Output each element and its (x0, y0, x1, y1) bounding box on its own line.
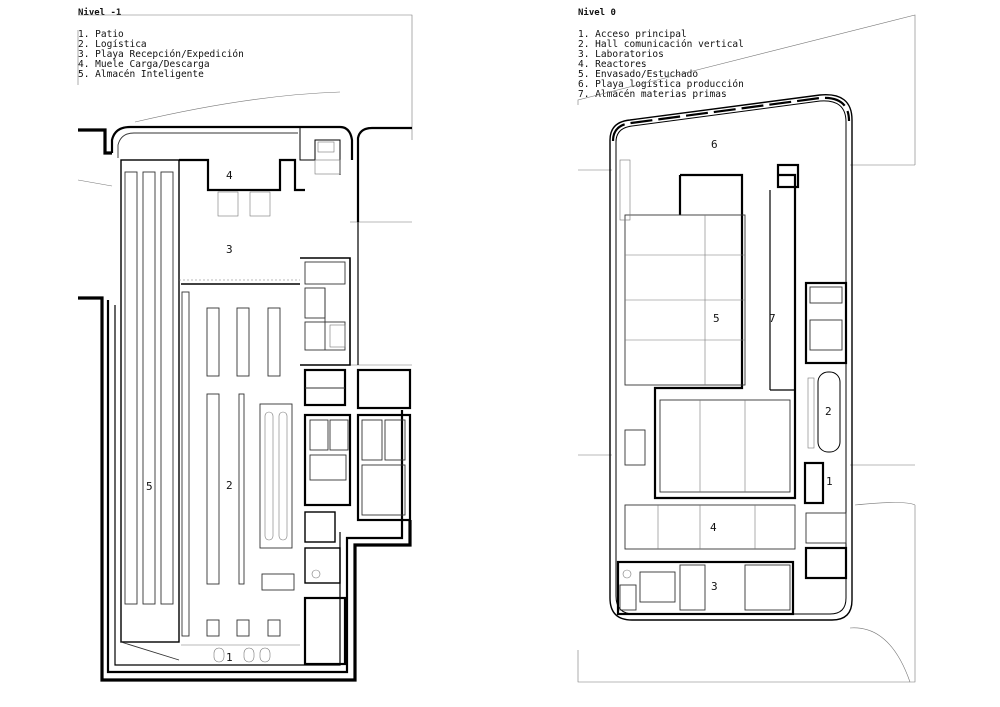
warehouse-racks (120, 159, 180, 661)
laboratories (616, 560, 795, 616)
service-rooms (300, 257, 412, 666)
legend-item: 1. Acceso principal (578, 29, 687, 40)
reactor-row (624, 504, 796, 550)
room-label-5: 5 (713, 312, 720, 325)
legend-item: 4. Muele Carga/Descarga (78, 59, 210, 70)
room-label-5: 5 (146, 480, 153, 493)
room-labels-nivel-minus-1: 1 2 3 4 5 (146, 169, 233, 664)
legend-item: 2. Hall comunicación vertical (578, 39, 744, 50)
site-context-lines-right (577, 14, 916, 683)
legend-nivel-minus-1: 1. Patio 2. Logística 3. Playa Recepción… (78, 29, 244, 80)
legend-item: 3. Laboratorios (578, 49, 664, 60)
legend-item: 2. Logística (78, 39, 147, 50)
room-label-4: 4 (226, 169, 233, 182)
legend-item: 7. Almacén materias primas (578, 89, 727, 100)
plan-nivel-minus-1: Nivel -1 1. Patio 2. Logística 3. Playa … (77, 7, 413, 682)
site-context-lines (77, 14, 413, 366)
plan-nivel-0: Nivel 0 1. Acceso principal 2. Hall comu… (577, 7, 916, 683)
production-area (624, 163, 800, 500)
room-label-4: 4 (710, 521, 717, 534)
legend-nivel-0: 1. Acceso principal 2. Hall comunicación… (578, 29, 744, 100)
building-envelope (609, 94, 853, 621)
legend-item: 5. Envasado/Estuchado (578, 69, 698, 80)
legend-item: 6. Playa logística producción (578, 79, 744, 90)
legend-item: 1. Patio (78, 29, 124, 40)
room-label-3: 3 (226, 243, 233, 256)
room-label-7: 7 (769, 312, 776, 325)
room-labels-nivel-0: 1 2 3 4 5 6 7 (710, 138, 833, 593)
vertical-core (619, 159, 848, 580)
legend-item: 3. Playa Recepción/Expedición (78, 49, 244, 60)
room-label-2: 2 (825, 405, 832, 418)
room-label-3: 3 (711, 580, 718, 593)
room-label-1: 1 (226, 651, 233, 664)
outer-walls (78, 125, 412, 682)
room-label-6: 6 (711, 138, 718, 151)
logistics-area (181, 283, 300, 663)
plan-title-nivel-0: Nivel 0 (578, 7, 616, 18)
legend-item: 4. Reactores (578, 59, 647, 70)
room-label-2: 2 (226, 479, 233, 492)
room-label-1: 1 (826, 475, 833, 488)
plan-title-nivel-minus-1: Nivel -1 (78, 7, 121, 18)
legend-item: 5. Almacén Inteligente (78, 69, 204, 80)
loading-dock-area (179, 127, 341, 281)
